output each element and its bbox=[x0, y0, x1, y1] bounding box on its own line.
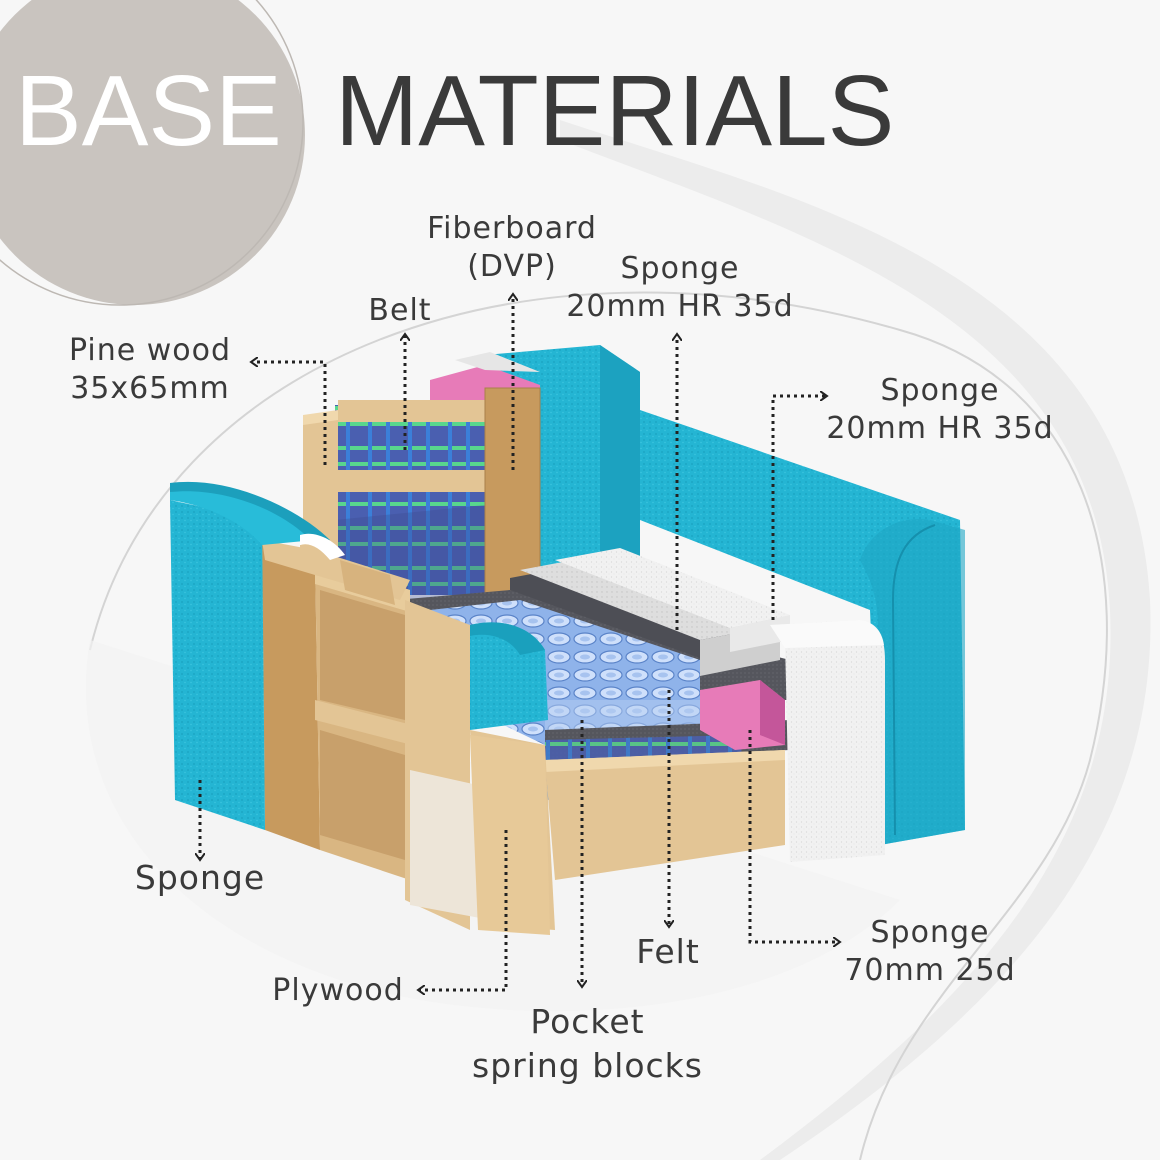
label-belt: Belt bbox=[368, 293, 432, 328]
leader-plywood bbox=[420, 830, 508, 990]
leader-sponge-side bbox=[771, 396, 825, 620]
title-base: BASE bbox=[15, 55, 282, 167]
label-pocket-springs-line2: spring blocks bbox=[472, 1046, 703, 1085]
label-fiberboard-line1: Fiberboard bbox=[427, 211, 597, 246]
label-sponge-back-line2: 20mm HR 35d bbox=[566, 289, 794, 324]
label-sponge-seat-line2: 70mm 25d bbox=[844, 953, 1016, 988]
label-sponge-seat: Sponge 70mm 25d bbox=[820, 914, 1040, 990]
label-sponge-side-line2: 20mm HR 35d bbox=[826, 411, 1054, 446]
leader-sponge-seat bbox=[748, 730, 838, 942]
label-pine-wood: Pine wood 35x65mm bbox=[55, 332, 245, 408]
title-materials: MATERIALS bbox=[335, 55, 895, 167]
label-sponge-side-line1: Sponge bbox=[880, 373, 1000, 408]
title-circle-outline bbox=[0, 0, 304, 306]
leader-lines bbox=[200, 296, 838, 990]
background-curve bbox=[89, 291, 1108, 1160]
label-felt: Felt bbox=[636, 932, 700, 971]
title-circle bbox=[0, 0, 305, 305]
label-pocket-springs: Pocket spring blocks bbox=[455, 1000, 720, 1088]
label-plywood: Plywood bbox=[272, 973, 404, 1008]
label-fiberboard-line2: (DVP) bbox=[467, 249, 557, 284]
label-sponge-side: Sponge 20mm HR 35d bbox=[815, 372, 1065, 448]
label-sponge-arm: Sponge bbox=[134, 858, 266, 897]
label-fiberboard: Fiberboard (DVP) bbox=[412, 210, 612, 286]
label-sponge-back: Sponge 20mm HR 35d bbox=[555, 250, 805, 326]
label-pine-wood-line2: 35x65mm bbox=[70, 371, 230, 406]
label-pine-wood-line1: Pine wood bbox=[68, 333, 232, 368]
label-sponge-back-line1: Sponge bbox=[620, 251, 740, 286]
label-sponge-seat-line1: Sponge bbox=[870, 915, 990, 950]
label-pocket-springs-line1: Pocket bbox=[530, 1002, 645, 1041]
